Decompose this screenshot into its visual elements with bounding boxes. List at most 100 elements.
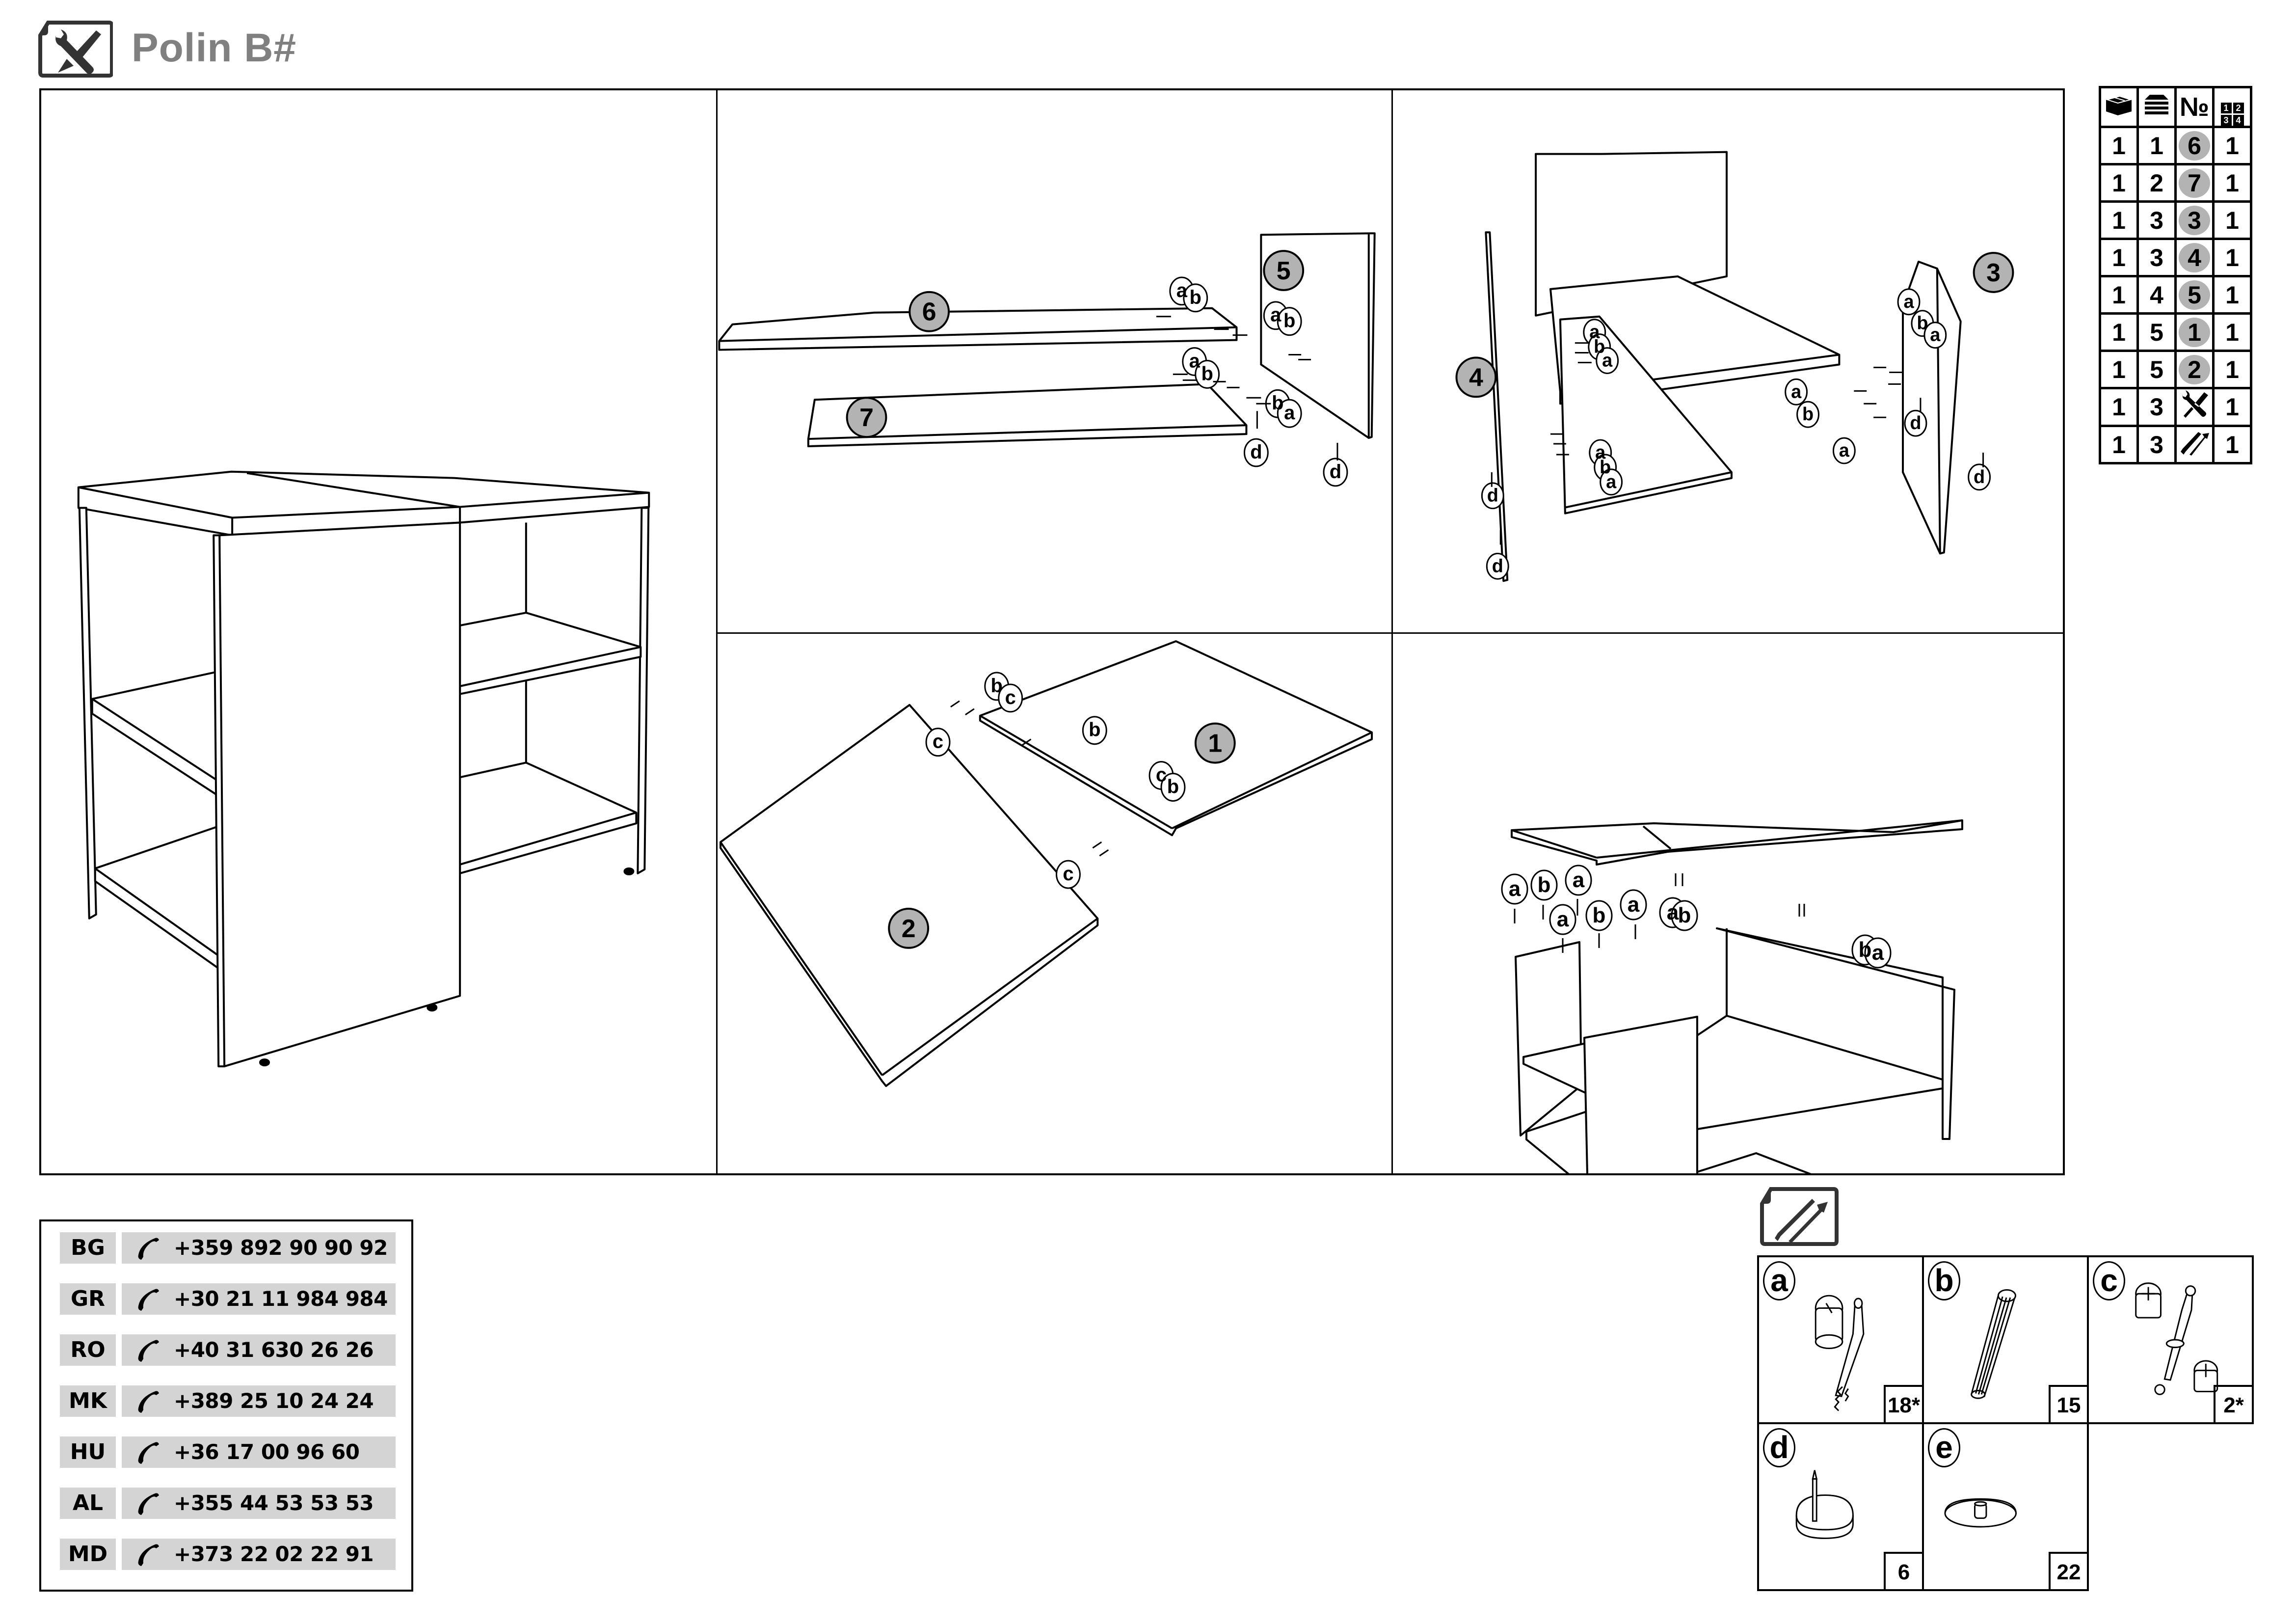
phone-icon [138,1493,159,1515]
tools-document-icon [38,21,113,78]
layer-number: 3 [2136,387,2177,427]
hardware-quantity: 18* [1884,1385,1924,1424]
layer-number: 5 [2136,350,2177,389]
parts-table-row: 1 5 2 1 [2099,350,2252,389]
support-contacts: BG +359 892 90 90 92 GR +30 21 11 984 98… [39,1219,413,1592]
step-4-illustration: a b a a b a a b b a [1501,819,1963,1173]
hardware-label: b [1600,457,1611,478]
hardware-label-circle [1596,347,1619,374]
document-title: Polin B# [132,26,297,70]
hardware-label: d [1250,441,1262,463]
part-number: 5 [2174,275,2215,315]
phone-number[interactable]: +36 17 00 96 60 [174,1440,360,1464]
country-code: RO [60,1334,116,1366]
hardware-quantity: 15 [2049,1385,2089,1424]
hardware-label-circle [1183,283,1208,313]
hardware-label: d [1487,486,1498,506]
part-number: 2 [2174,350,2215,389]
hardware-label: d [1910,413,1921,433]
hardware-label-circle [1055,860,1081,889]
part-number: 3 [2174,200,2215,240]
hardware-label: a [1839,440,1850,461]
hardware-quantity: 22 [2049,1552,2089,1591]
hardware-label-circle [1082,716,1107,745]
phone-number[interactable]: +40 31 630 26 26 [174,1338,374,1362]
phone-number[interactable]: +30 21 11 984 984 [174,1287,388,1311]
part-badge: 2 [2179,354,2210,384]
hardware-label-circle [1481,482,1504,510]
layer-number: 3 [2136,200,2177,240]
box-icon [2099,86,2139,128]
phone-icon [138,1238,159,1260]
hardware-label-texts: b c b c b c c [933,675,1179,885]
svg-text:2: 2 [902,914,916,943]
wooden-dowel-icon [1971,1289,2016,1399]
hardware-label-circle [1785,378,1808,406]
part-quantity: 1 [2212,200,2252,240]
box-number: 1 [2099,312,2139,352]
part-quantity: 1 [2212,387,2252,427]
part-badge-4: 4 [1455,356,1497,398]
part-badge-2: 2 [888,907,930,949]
cover-cap-icon [1944,1498,2017,1528]
hardware-label-texts: a b a b a b b a d d [1176,280,1341,483]
part-badge: 7 [2179,168,2210,198]
screws-document-icon [1760,1187,1839,1246]
assembled-overview-panel [41,90,718,1173]
direction-arrows [1491,342,1984,545]
hardware-label: d [1492,556,1503,576]
part-badge-7: 7 [846,397,887,438]
layer-number: 4 [2136,275,2177,315]
hardware-letter: d [1763,1428,1795,1467]
step-2-panel: 4 3 [1393,90,2063,634]
box-number: 1 [2099,126,2139,165]
phone-icon [138,1544,159,1566]
phone-number[interactable]: +373 22 02 22 91 [174,1542,374,1566]
step-2-illustration: 4 3 [1455,151,2014,582]
part-number: 7 [2174,163,2215,203]
hardware-label-circle [1897,288,1921,316]
assembly-steps-frame: 6 7 5 a b [39,88,2065,1175]
hardware-label-shapes [1169,276,1348,487]
hardware-label: b [1678,903,1691,927]
hardware-label-shapes [1481,288,1991,580]
hardware-label-circle [1600,468,1623,496]
hardware-label-circle [1160,773,1186,802]
phone-number[interactable]: +389 25 10 24 24 [174,1389,374,1413]
country-code: GR [60,1283,116,1315]
hardware-label-circle [1323,458,1348,487]
part-quantity: 1 [2212,425,2252,464]
phone-icon [138,1340,159,1362]
hardware-label: c [933,731,943,753]
hardware-label-texts: a b a a b a a b a a b a d d d d [1487,292,1985,577]
hardware-label-circle [1620,889,1647,920]
hardware-label: a [1176,280,1188,301]
svg-text:1: 1 [1208,729,1222,758]
part-badge: 1 [2179,317,2210,347]
layer-number: 2 [2136,163,2177,203]
phone-icon [138,1442,159,1464]
hardware-label: a [1189,350,1201,372]
layers-icon [2136,86,2177,128]
hardware-label-circle [1904,409,1927,437]
part-number: 6 [2174,126,2215,165]
step-4-panel: a b a a b a a b b a [1393,634,2063,1173]
part-number [2174,425,2215,464]
box-number: 1 [2099,275,2139,315]
step-3-illustration: 1 2 b c b c b c c [719,640,1373,1087]
svg-text:6: 6 [922,298,936,326]
hardware-item-e: e 22 [1922,1422,2089,1591]
hardware-letter: b [1928,1261,1960,1300]
phone-number[interactable]: +359 892 90 90 92 [174,1236,388,1260]
hardware-label-circle [1585,900,1613,931]
part-badge-3: 3 [1973,252,2014,293]
hardware-list: a 18* b 15 c 2* d 6 [1757,1255,2258,1593]
hardware-label-texts: a b a a b a a b b a [1509,868,1884,965]
hardware-label-shapes [925,672,1186,889]
hardware-label: b [1802,404,1814,425]
part-badge: 6 [2179,131,2210,161]
phone-number[interactable]: +355 44 53 53 53 [174,1491,374,1515]
hardware-label: a [1606,472,1617,492]
hardware-label: a [1602,350,1613,371]
